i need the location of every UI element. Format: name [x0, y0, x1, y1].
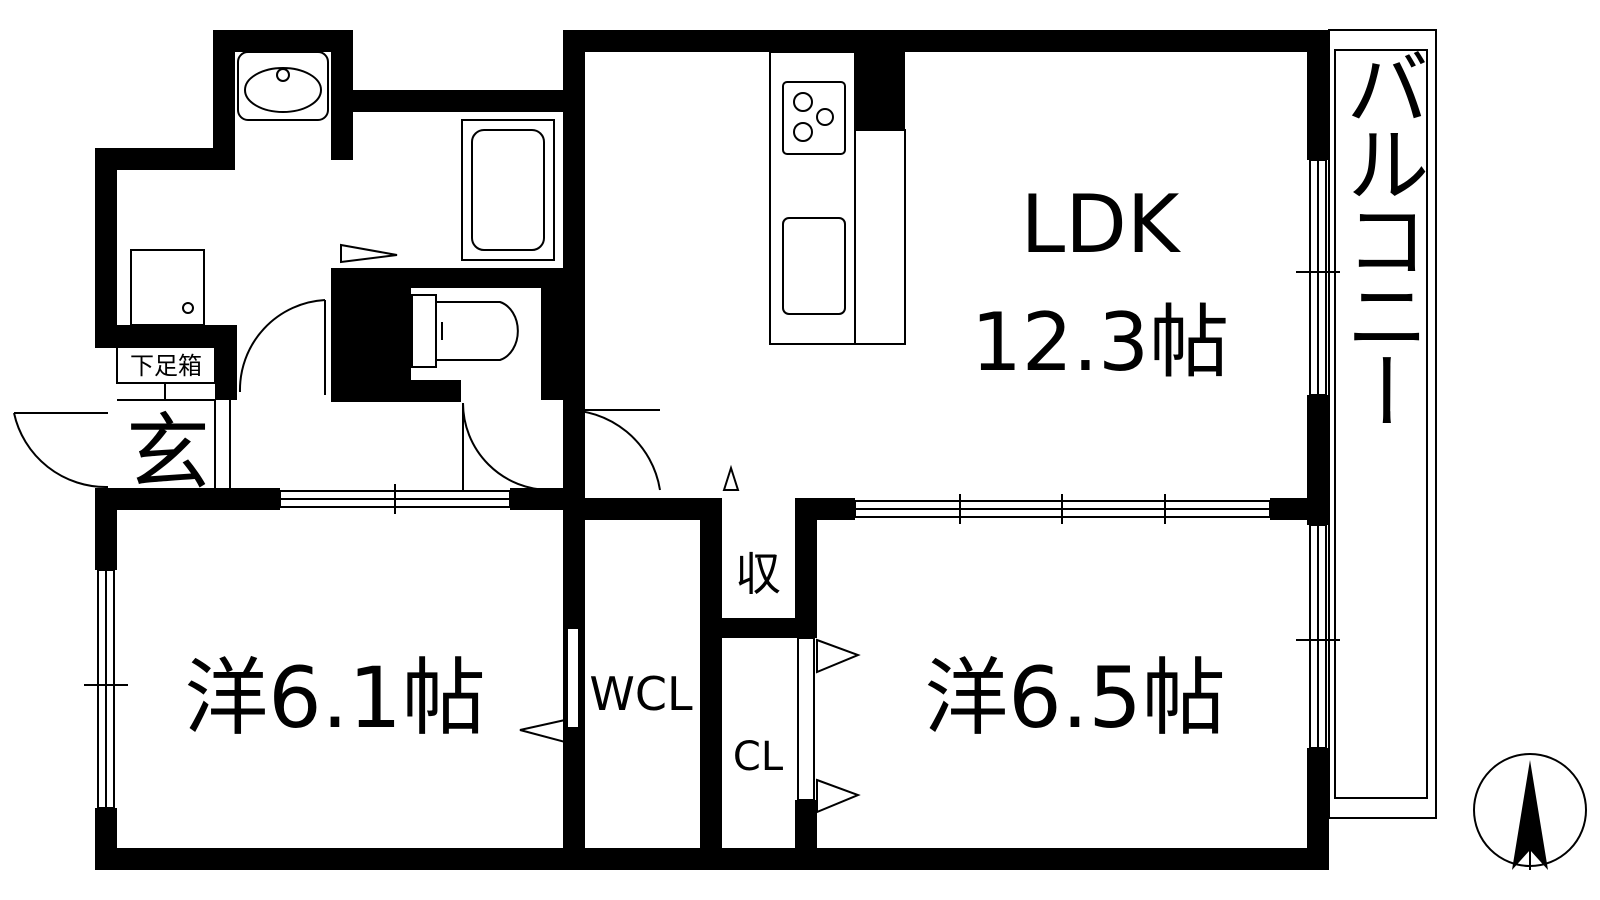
north-arrow-icon	[1473, 753, 1587, 870]
shoe-box-label: 下足箱	[130, 352, 202, 380]
balcony	[1328, 29, 1437, 819]
sink-icon	[782, 217, 846, 315]
sliding-doors	[279, 484, 1271, 524]
cl-label: CL	[733, 734, 784, 780]
windows	[84, 159, 1340, 809]
walls	[95, 30, 1329, 870]
balcony-label: バルコニー	[1332, 45, 1430, 425]
storage-label: 収	[735, 547, 781, 601]
stove-icon	[782, 81, 846, 155]
doors	[13, 243, 861, 814]
washing-machine-icon	[130, 249, 205, 326]
washbasin-icon	[237, 51, 329, 121]
bathtub-icon	[461, 119, 555, 261]
wcl-label: WCL	[589, 667, 693, 721]
entrance-label: 玄	[126, 404, 210, 502]
shoe-box	[116, 346, 231, 490]
toilet-icon	[411, 294, 519, 368]
ldk-size-label: 12.3帖	[971, 296, 1229, 389]
western-room-2-label: 洋6.5帖	[924, 649, 1226, 747]
kitchen-counter	[769, 51, 906, 345]
western-room-1-label: 洋6.1帖	[184, 649, 486, 747]
ldk-label: LDK	[1021, 178, 1182, 271]
